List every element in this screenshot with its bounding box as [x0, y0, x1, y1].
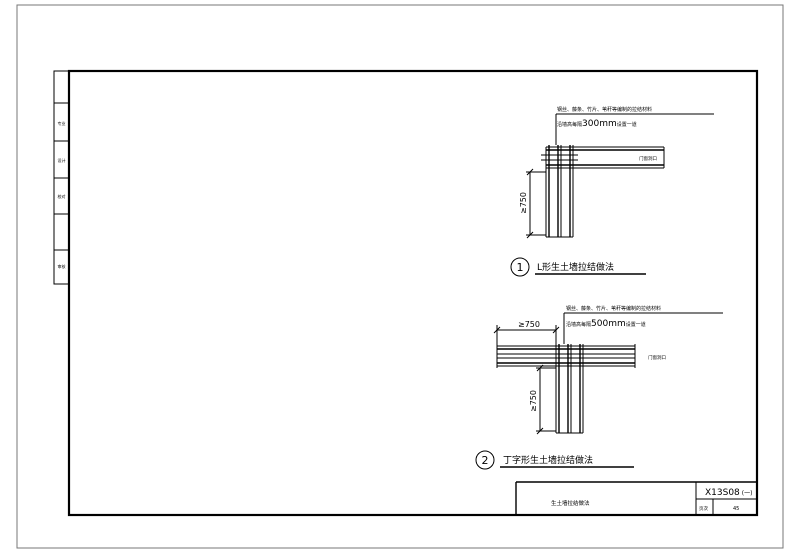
detail-1-number: 1 [517, 261, 524, 274]
detail-2-horizontal-ties [497, 345, 635, 367]
sheet-outer-border [16, 4, 784, 549]
title-block: 生土墙拉结做法 X13S08(一) 页次 45 [515, 481, 757, 515]
detail-2-t-wall: 钢丝、藤条、竹片、苇秆等编制的拉结材料 沿墙高每隔500mm设置一道 门窗洞口 [475, 305, 723, 470]
detail-2-dimension-horizontal: ≥750 [493, 320, 560, 344]
side-label-specialty: 专业 [58, 120, 66, 126]
detail-1-l-wall: 钢丝、藤条、竹片、苇秆等编制的拉结材料 沿墙高每隔300mm设置一道 门窗洞口 [510, 106, 714, 277]
title-block-page-value: 45 [733, 506, 739, 512]
detail-2-title: 丁字形生土墙拉结做法 [503, 454, 593, 466]
drawing-frame [67, 69, 759, 517]
detail-2-number: 2 [482, 454, 489, 467]
detail-1-vertical-ties [541, 145, 578, 238]
detail-2-annotation-line2: 沿墙高每隔500mm设置一道 [566, 319, 646, 329]
detail-1-annotation-line1: 钢丝、藤条、竹片、苇秆等编制的拉结材料 [557, 106, 652, 113]
detail-2-wall-label: 门窗洞口 [648, 354, 666, 361]
detail-2-dimension-vertical: ≥750 [529, 364, 556, 435]
title-block-drawing-title: 生土墙拉结做法 [551, 499, 590, 507]
detail-1-wall-label: 门窗洞口 [639, 155, 657, 162]
title-block-page-label: 页次 [699, 505, 708, 512]
detail-1-number-circle [510, 257, 530, 277]
detail-1-horizontal-ties [546, 146, 664, 169]
detail-1-dimension-vertical: ≥750 [519, 168, 546, 239]
detail-2-vertical-ties [555, 344, 584, 434]
detail-1-dim-v-text: ≥750 [519, 192, 528, 214]
detail-2-dim-v-text: ≥750 [529, 390, 538, 412]
detail-2-annotation-line1: 钢丝、藤条、竹片、苇秆等编制的拉结材料 [566, 305, 661, 312]
side-label-review: 审核 [58, 263, 66, 269]
side-label-design: 设计 [58, 157, 66, 163]
side-stamp-strip: 专业 设计 校对 审核 [53, 70, 70, 285]
detail-1-annotation-line2: 沿墙高每隔300mm设置一道 [557, 119, 637, 129]
side-label-check: 校对 [58, 193, 66, 199]
detail-1-title: L形生土墙拉结做法 [537, 261, 614, 273]
detail-2-dim-h-text: ≥750 [518, 320, 540, 329]
title-block-drawing-number: X13S08(一) [705, 488, 752, 498]
detail-2-number-circle [475, 450, 495, 470]
